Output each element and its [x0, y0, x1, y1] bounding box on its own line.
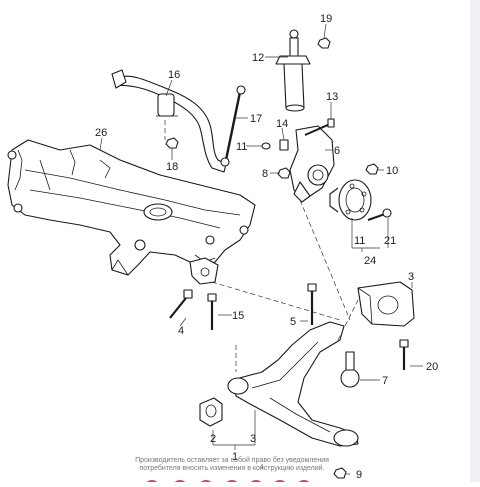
callout-18: 18	[166, 161, 178, 173]
nut-part-8[interactable]	[277, 167, 291, 179]
disclaimer-line-1: Производитель оставляет за собой право б…	[135, 456, 329, 464]
bolt-part-20[interactable]	[399, 339, 409, 370]
callout-21: 21	[384, 235, 396, 247]
bolt-part-11-top[interactable]	[261, 142, 271, 150]
disclaimer-line-2: потребителя вносить изменения в конструк…	[139, 464, 324, 472]
track-control-arm-part[interactable]	[227, 321, 360, 447]
coupling-rod-part[interactable]	[220, 85, 246, 167]
callout-10: 10	[386, 165, 398, 177]
bushing-part-2[interactable]	[199, 397, 223, 427]
callout-19: 19	[320, 13, 332, 25]
callout-17: 17	[250, 113, 262, 125]
callout-4: 4	[178, 325, 184, 337]
callout-2: 2	[210, 433, 216, 445]
bolt-part-14[interactable]	[279, 139, 289, 151]
bolt-part-5[interactable]	[307, 283, 317, 325]
callout-3-bottom: 3	[250, 433, 256, 445]
callout-11-upper: 11	[236, 141, 247, 153]
nut-part-10[interactable]	[365, 163, 379, 175]
nut-part-9[interactable]	[333, 467, 347, 479]
callout-12: 12	[252, 52, 264, 64]
callout-11-lower: 11	[354, 235, 365, 247]
callout-26: 26	[95, 127, 107, 139]
callout-15: 15	[232, 310, 244, 322]
nut-part-19[interactable]	[317, 37, 331, 49]
nut-part-18[interactable]	[165, 137, 179, 149]
strut-part[interactable]	[275, 29, 311, 112]
bushing-part-3-top[interactable]	[357, 281, 415, 327]
leader-lines	[99, 23, 423, 475]
wheel-bearing-housing-part[interactable]	[289, 125, 335, 203]
callout-5: 5	[290, 316, 296, 328]
callout-14: 14	[276, 118, 288, 130]
callout-8: 8	[262, 168, 268, 180]
callout-6: 6	[334, 145, 340, 157]
callout-20: 20	[426, 361, 438, 373]
stabilizer-bar-part[interactable]	[111, 69, 227, 173]
callout-9: 9	[356, 469, 362, 481]
callout-13: 13	[326, 91, 338, 103]
callout-3-top: 3	[408, 271, 414, 283]
callout-1: 1	[232, 451, 238, 463]
page-scrollbar-track[interactable]	[470, 0, 480, 482]
assembly-dash-lines	[164, 120, 361, 470]
subframe-part[interactable]	[7, 139, 256, 285]
callout-labels: 19 12 16 17 26 13 14 11 18 6 8 10 11 21 …	[95, 13, 438, 481]
bolt-part-4[interactable]	[169, 289, 193, 319]
bolt-part-15[interactable]	[207, 293, 217, 330]
callout-24: 24	[364, 255, 376, 267]
callout-16: 16	[168, 69, 180, 81]
wheel-hub-part[interactable]	[329, 179, 372, 221]
callout-7: 7	[382, 375, 388, 387]
bolt-part-21[interactable]	[367, 208, 392, 221]
